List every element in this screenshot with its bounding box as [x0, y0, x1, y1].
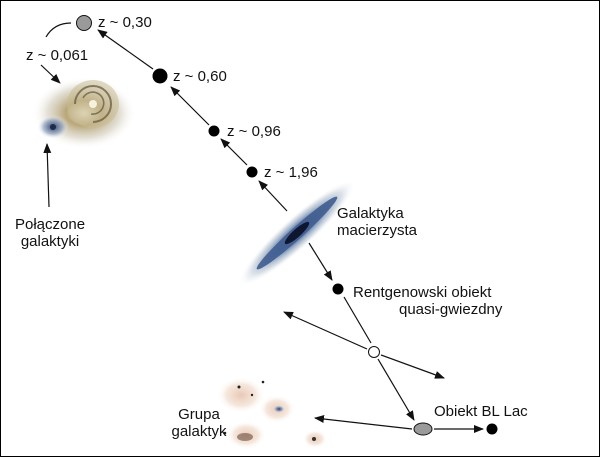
arrow-node-upper-left [283, 311, 368, 350]
curved-connector [45, 22, 72, 38]
object-z096 [208, 125, 220, 137]
arrow-host-to-z196 [258, 180, 288, 212]
object-z060 [152, 68, 168, 84]
host-galaxy-image [238, 179, 356, 287]
object-z030 [76, 15, 92, 31]
label-z030: z ~ 0,30 [98, 14, 152, 31]
arrow-z0061-label [40, 64, 61, 84]
label-z060: z ~ 0,60 [173, 68, 227, 85]
label-host-galaxy: Galaktyka macierzysta [337, 205, 417, 239]
arrow-z196-to-z096 [220, 138, 248, 166]
merging-galaxies-image [32, 77, 136, 149]
arrow-z096-to-z060 [170, 86, 210, 126]
label-host-galaxy-line2: macierzysta [337, 222, 418, 239]
label-z096: z ~ 0,96 [227, 123, 281, 140]
label-merging-galaxies: Połączone galaktyki [15, 216, 85, 250]
label-merging-line1: Połączone [15, 216, 86, 233]
object-z196 [246, 166, 258, 178]
label-bl-lac: Obiekt BL Lac [434, 403, 528, 420]
object-lens-ellipse [413, 422, 433, 436]
label-z0061: z ~ 0,061 [26, 47, 89, 64]
arrow-z060-to-z030 [97, 29, 154, 70]
label-group-line1: Grupa [178, 406, 220, 423]
arrow-node-right [380, 354, 445, 379]
arrow-merging-label [43, 143, 52, 208]
label-group-line2: galaktyk [171, 423, 227, 440]
label-xray-qso-line1: Rentgenowski obiekt [353, 284, 492, 301]
label-host-galaxy-line1: Galaktyka [337, 205, 404, 222]
arrow-node-to-bllac-ellipse [377, 358, 415, 421]
label-galaxy-group: Grupa galaktyk [169, 406, 229, 440]
label-z196: z ~ 1,96 [264, 164, 318, 181]
label-merging-line2: galaktyki [20, 233, 80, 250]
label-xray-qso-line2: quasi-gwiezdny [399, 301, 503, 318]
arrow-host-to-xray [308, 242, 333, 281]
object-bl-lac [486, 423, 498, 435]
arrow-xray-to-node [343, 296, 372, 344]
arrow-ellipse-to-group [314, 415, 413, 430]
object-xray-qso [332, 283, 344, 295]
galaxy-group-image [217, 377, 327, 449]
label-xray-qso: Rentgenowski obiekt quasi-gwiezdny [353, 284, 502, 318]
sightline-arrows [40, 22, 484, 433]
branch-node [368, 346, 380, 358]
